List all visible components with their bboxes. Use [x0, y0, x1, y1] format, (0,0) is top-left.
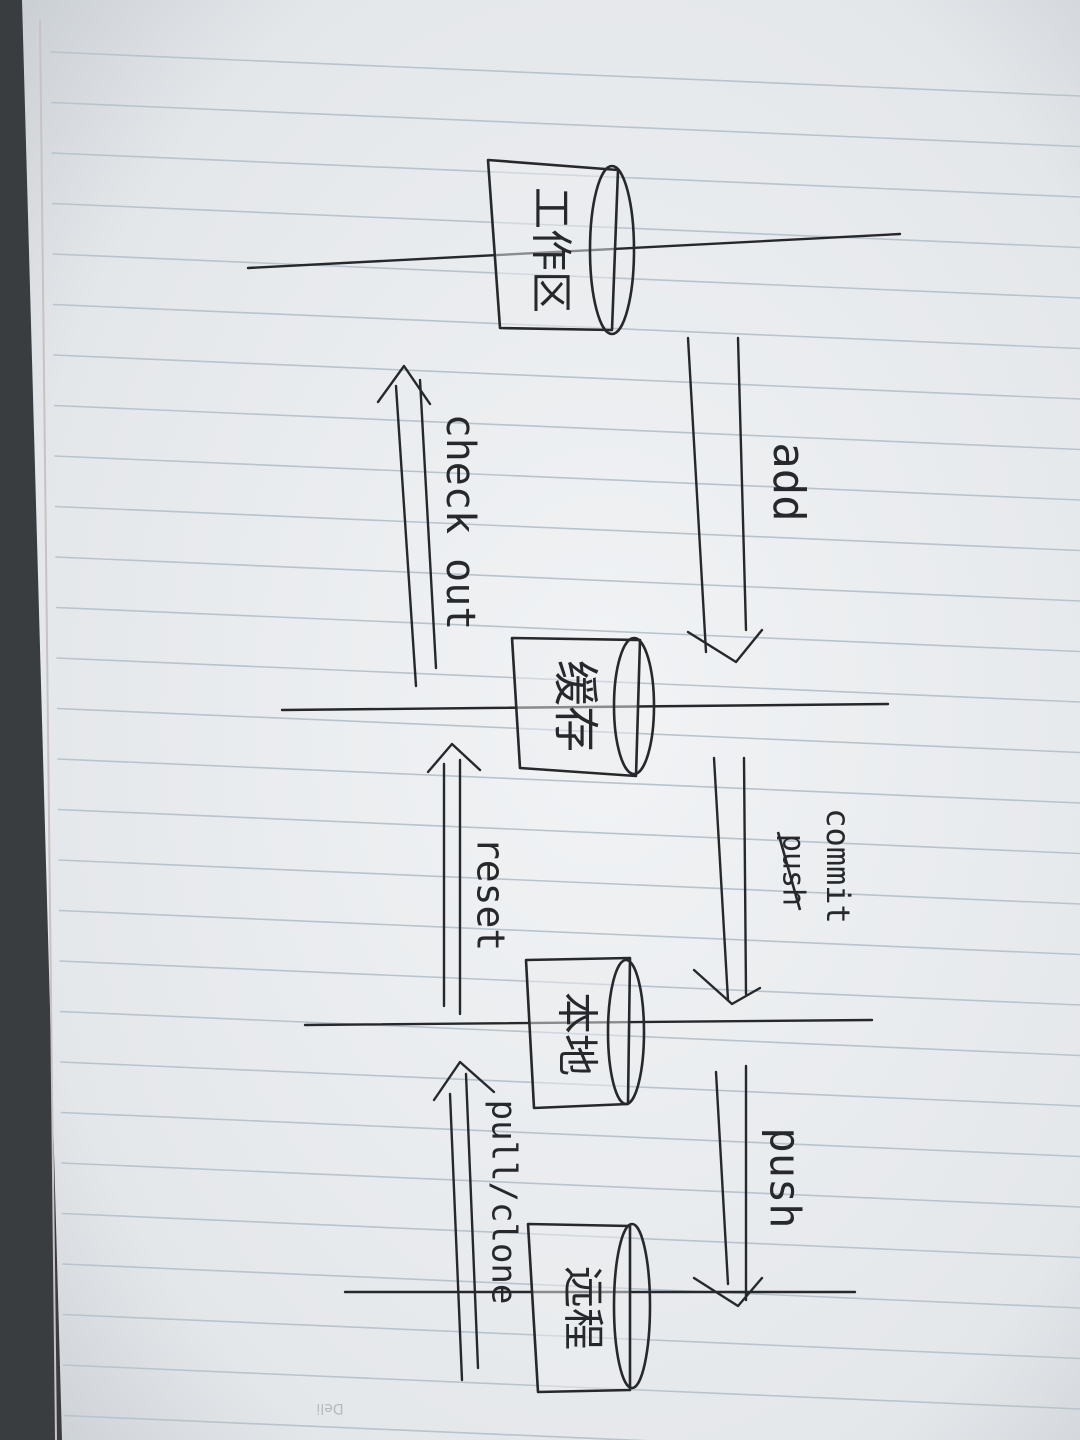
ruled-line [57, 808, 1080, 855]
ruled-line [58, 859, 1080, 905]
ruled-line [61, 1162, 1080, 1208]
ruled-line [63, 1414, 649, 1440]
stage-remote [526, 1222, 652, 1394]
paper-margin-line [39, 19, 57, 1440]
ruled-line [50, 51, 1080, 97]
staging-cylinder-end [612, 636, 656, 776]
add-label: add [763, 442, 814, 521]
ruled-line [55, 556, 1080, 602]
stage-local [524, 956, 646, 1110]
reset-label: reset [469, 837, 513, 951]
commit-label: commit [819, 808, 857, 924]
commit-arrow [692, 756, 762, 1006]
remote-cylinder-end [612, 1222, 652, 1390]
ruled-line [53, 404, 1080, 451]
workspace-cylinder-end [588, 164, 636, 336]
push-label: push [761, 1127, 810, 1228]
ruled-line [54, 505, 1080, 552]
staging-cylinder-body [510, 636, 642, 778]
stage-workspace [486, 158, 636, 336]
checkout-label: check out [437, 414, 483, 631]
ruled-line [53, 354, 1080, 400]
pull-clone-label: pull/clone [484, 1100, 524, 1305]
checkout-arrow [376, 364, 438, 688]
workspace-cylinder-body [486, 158, 620, 332]
pull-clone-arrow [432, 1060, 496, 1382]
local-label: 本地 [553, 992, 602, 1076]
add-arrow [686, 336, 764, 664]
notebook-brand-mark: Deli [316, 1400, 343, 1416]
reset-arrow [426, 742, 482, 1016]
local-cylinder-end [606, 958, 646, 1106]
strikethrough-mark [776, 831, 802, 911]
struck-push-annotation: push [776, 831, 811, 911]
workspace-label: 工作区 [527, 187, 576, 313]
ruled-line [54, 455, 1080, 501]
ruled-line [60, 1111, 1080, 1158]
ruled-line [58, 909, 1080, 956]
stage-staging [510, 636, 656, 778]
push-arrow [692, 1064, 764, 1308]
ruled-line [55, 606, 1080, 653]
ruled-line [50, 101, 1080, 148]
staging-label: 缓存 [549, 660, 603, 752]
remote-label: 远程 [559, 1266, 608, 1350]
ruled-line [57, 758, 1080, 804]
remote-cylinder-body [526, 1222, 632, 1394]
